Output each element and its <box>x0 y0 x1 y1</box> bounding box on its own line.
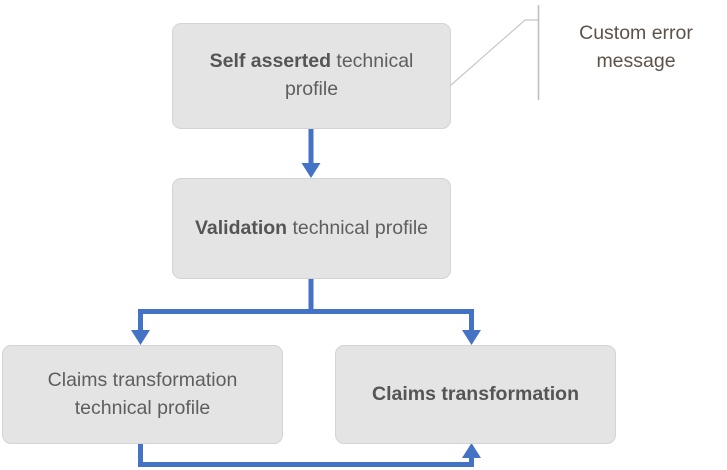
node-validation-bold: Validation <box>194 216 288 239</box>
node-claims-transformation-technical-profile[interactable]: Claims transformation technical profile <box>2 345 283 444</box>
node-self-asserted-bold: Self asserted <box>209 50 331 73</box>
arrow-claims-left-to-claims-right <box>138 443 481 467</box>
node-claims-transformation-label: Claims transformation <box>372 382 579 405</box>
node-claims-transformation[interactable]: Claims transformation <box>335 345 616 444</box>
callout-custom-error-message: Custom error message <box>579 22 693 72</box>
arrow-self-asserted-to-validation <box>301 129 321 178</box>
node-validation-regular: technical profile <box>287 216 429 239</box>
node-self-asserted-regular: technical profile <box>284 50 414 100</box>
node-claims-transformation-technical-profile-label: Claims transformation technical profile <box>47 368 238 419</box>
node-self-asserted-label: Self asserted technical profile <box>187 48 436 103</box>
callout-leader-line <box>450 5 540 100</box>
arrow-validation-branch <box>131 279 481 345</box>
node-validation-technical-profile[interactable]: Validation technical profile <box>172 178 451 279</box>
node-validation-label: Validation technical profile <box>187 215 436 243</box>
node-self-asserted-technical-profile[interactable]: Self asserted technical profile <box>172 23 451 129</box>
